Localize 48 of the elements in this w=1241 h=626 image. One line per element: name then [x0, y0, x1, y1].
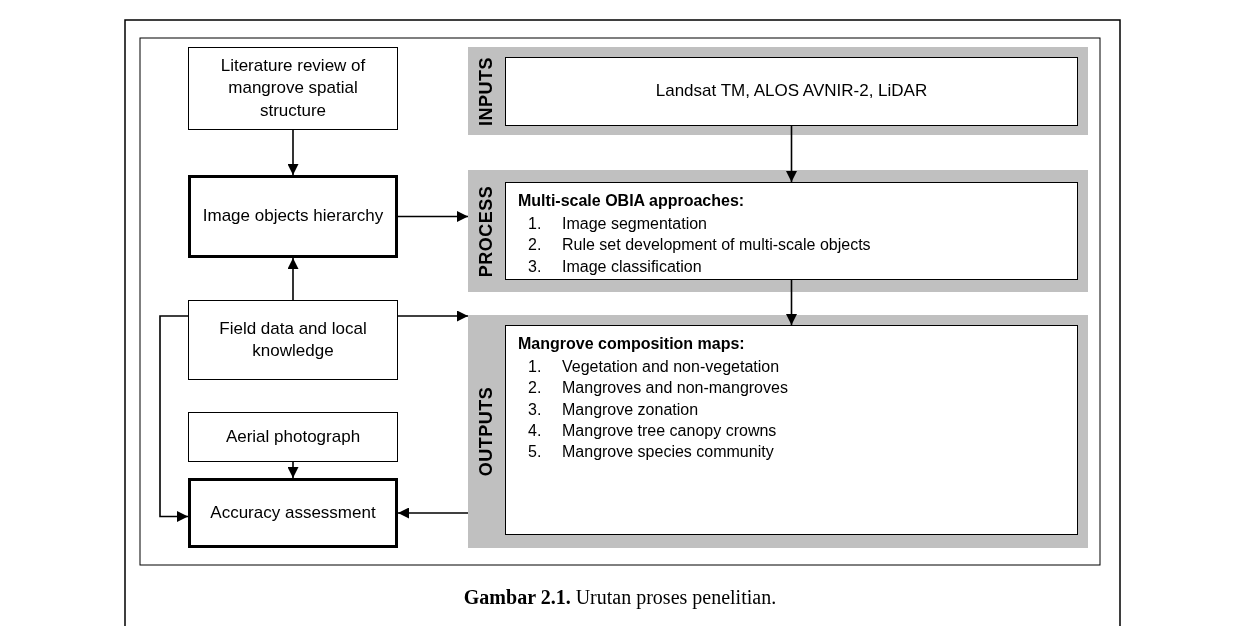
arrow [397, 507, 469, 519]
list-number: 1. [527, 214, 543, 234]
section-label: OUTPUTS [476, 386, 497, 477]
arrow [397, 310, 469, 322]
list-box [505, 325, 1078, 535]
section-label: INPUTS [476, 56, 497, 126]
list-item: Image classification [562, 256, 703, 276]
list-number: 3. [527, 256, 543, 276]
process-box [505, 57, 1078, 126]
list-heading: Mangrove composition maps: [518, 334, 746, 354]
figure-caption: Gambar 2.1. Urutan proses penelitian. [462, 586, 778, 609]
list-number: 4. [527, 420, 543, 440]
process-box [188, 175, 398, 258]
section-band [468, 315, 1088, 548]
list-item: Vegetation and non-vegetation [562, 357, 781, 377]
section-band [468, 170, 1088, 292]
arrow [287, 129, 299, 176]
box-text: Aerial photograph [225, 425, 361, 448]
process-box [188, 300, 398, 380]
list-item: Mangroves and non-mangroves [562, 378, 789, 398]
list-box [505, 182, 1078, 280]
list-item: Image segmentation [562, 214, 708, 234]
arrow [397, 211, 469, 222]
box-text: Landsat TM, ALOS AVNIR-2, LiDAR [655, 80, 928, 103]
list-number: 3. [527, 399, 543, 419]
section-band [468, 47, 1088, 135]
list-number: 2. [527, 378, 543, 398]
arrow [786, 125, 797, 183]
list-item: Mangrove species community [562, 441, 775, 462]
list-heading: Multi-scale OBIA approaches: [518, 191, 746, 211]
arrow [287, 461, 299, 479]
box-text: Image objects hierarchy [202, 205, 384, 228]
list-number: 2. [527, 235, 543, 255]
box-text: Field data and local knowledge [218, 317, 368, 362]
list-item: Rule set development of multi-scale objects [562, 235, 872, 255]
arrow [159, 315, 189, 522]
box-text: Accuracy assessment [210, 501, 376, 524]
process-box [188, 478, 398, 548]
process-box [188, 47, 398, 130]
process-box [188, 412, 398, 462]
box-text: Literature review of mangrove spatial structure [219, 55, 367, 122]
arrow [786, 279, 797, 326]
list-number: 5. [527, 441, 543, 462]
list-number: 1. [527, 357, 543, 377]
section-label: PROCESS [476, 185, 497, 277]
arrow [287, 257, 299, 301]
list-item: Mangrove zonation [562, 399, 700, 419]
list-item: Mangrove tree canopy crowns [562, 420, 778, 440]
